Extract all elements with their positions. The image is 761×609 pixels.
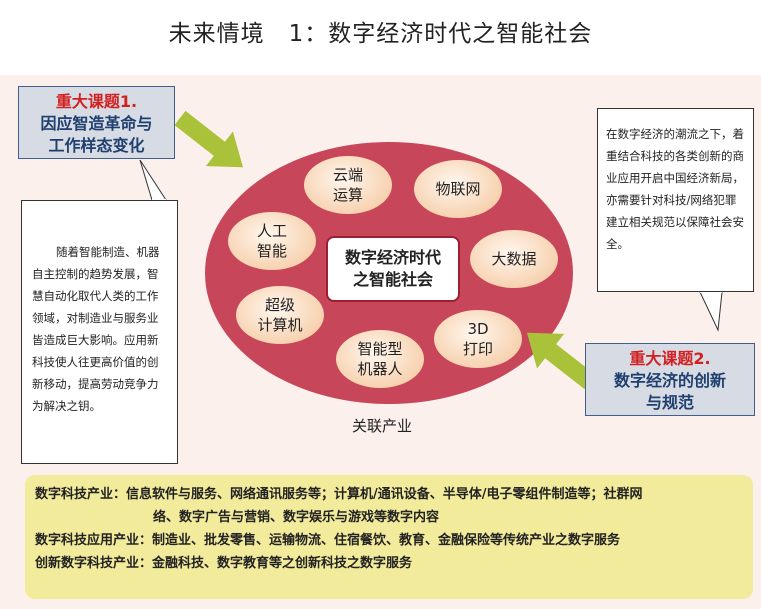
note2-tail (699, 291, 723, 332)
page-title: 未来情境 1：数字经济时代之智能社会 (168, 21, 593, 47)
node-robot-line2: 机器人 (357, 360, 403, 378)
node-cloud-line2: 运算 (332, 186, 363, 204)
industry-row-application: 数字科技应用产业：制造业、批发零售、运输物流、住宿餐饮、教育、金融保险等传统产业… (35, 533, 621, 548)
arrow-topic1 (174, 110, 244, 168)
topic1-box: 重大课题1. 因应智造革命与 工作样态变化 (18, 86, 175, 159)
center-line2: 之智能社会 (352, 270, 433, 289)
arrow-topic2 (526, 332, 596, 390)
node-3d-line1: 3D (467, 320, 489, 338)
topic2-title-line2: 与规范 (645, 393, 694, 412)
node-ai-line1: 人工 (256, 222, 287, 240)
industries-panel: 数字科技产业：信息软件与服务、网络通讯服务等；计算机/通讯设备、半导体/电子零组… (25, 475, 753, 599)
related-industries-label: 关联产业 (352, 417, 413, 435)
center-line1: 数字经济时代 (344, 248, 441, 267)
node-bigdata-line1: 大数据 (491, 250, 537, 268)
industry-row-digital-tech-cont: 络、数字广告与营销、数字娱乐与游戏等数字内容 (153, 510, 440, 525)
node-supercomputer: 超级 计算机 (236, 286, 324, 344)
node-cloud-line1: 云端 (332, 166, 363, 184)
topic2-description: 在数字经济的潮流之下，着重结合科技的各类创新的商业应用开启中国经济新局，亦需要针… (597, 108, 754, 292)
node-big-data: 大数据 (470, 230, 558, 288)
node-ai-line2: 智能 (256, 242, 287, 260)
topic1-description: 随着智能制造、机器自主控制的趋势发展，智慧自动化取代人类的工作领域，对制造业与服… (21, 200, 178, 464)
center-theme: 数字经济时代 之智能社会 (326, 236, 460, 302)
topic1-title-line2: 工作样态变化 (48, 136, 145, 155)
node-super-line2: 计算机 (257, 316, 303, 334)
topic2-box: 重大课题2. 数字经济的创新 与规范 (585, 343, 755, 416)
node-robot-line1: 智能型 (357, 340, 403, 358)
node-iot: 物联网 (414, 160, 502, 218)
industry-row-digital-tech: 数字科技产业：信息软件与服务、网络通讯服务等；计算机/通讯设备、半导体/电子零组… (35, 487, 643, 502)
node-3d-line2: 打印 (462, 340, 493, 358)
topic1-number: 重大课题1. (55, 92, 138, 111)
node-iot-line1: 物联网 (435, 180, 481, 198)
node-3d-printing: 3D 打印 (434, 310, 522, 368)
node-super-line1: 超级 (264, 296, 295, 314)
node-ai: 人工 智能 (228, 212, 316, 270)
industry-row-innovation: 创新数字科技产业：金融科技、数字教育等之创新科技之数字服务 (35, 556, 413, 571)
node-smart-robot: 智能型 机器人 (336, 330, 424, 388)
note1-tail (139, 159, 167, 201)
topic1-title-line1: 因应智造革命与 (40, 114, 153, 133)
topic2-title-line1: 数字经济的创新 (613, 371, 726, 390)
node-cloud-computing: 云端 运算 (304, 156, 392, 214)
topic2-number: 重大课题2. (629, 349, 711, 368)
